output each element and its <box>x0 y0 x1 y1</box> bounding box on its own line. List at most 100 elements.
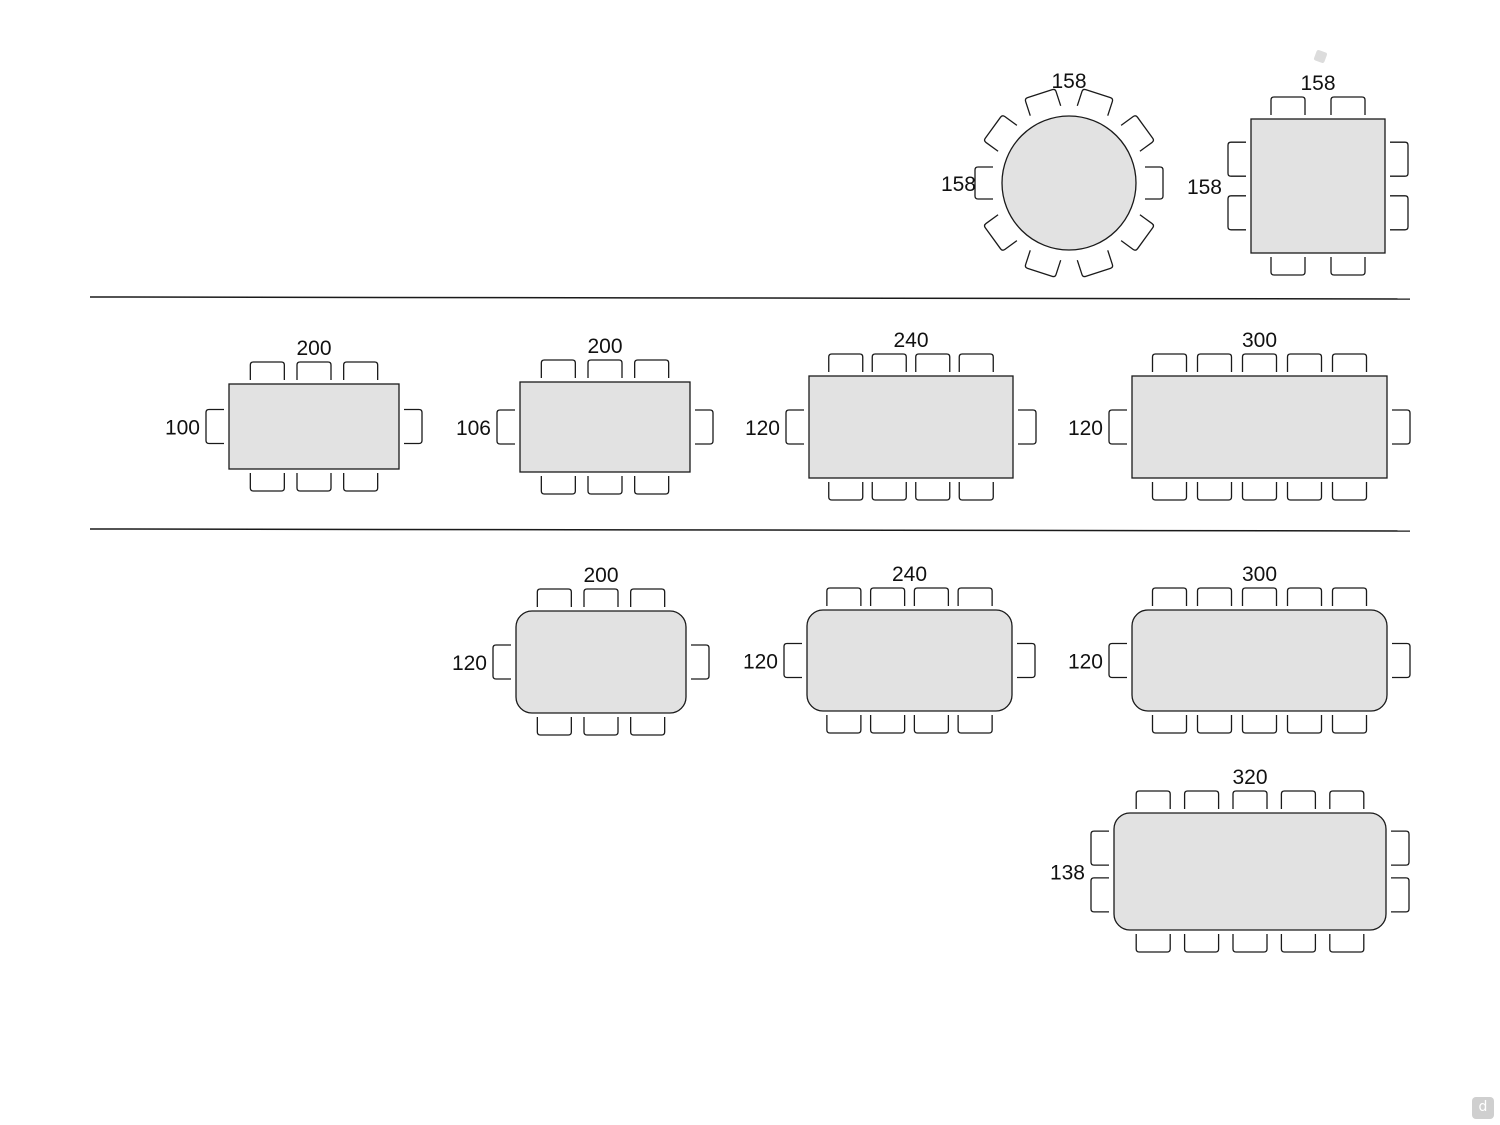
chair-icon <box>1018 409 1037 445</box>
chair-icon <box>1196 715 1233 734</box>
chair-icon <box>296 473 332 492</box>
chair-icon <box>695 409 714 445</box>
chair-icon <box>1135 934 1171 953</box>
chair-icon <box>536 717 572 736</box>
chair-icon <box>1331 482 1368 501</box>
chair-icon <box>1232 790 1268 809</box>
round-table <box>1001 115 1137 251</box>
chair-icon <box>1390 141 1409 177</box>
table-width-label: 120 <box>452 652 487 675</box>
chair-icon <box>343 361 379 380</box>
rectangular-table <box>519 381 691 473</box>
chair-icon <box>1329 790 1365 809</box>
chair-icon <box>1241 715 1278 734</box>
chair-icon <box>958 482 994 501</box>
chair-icon <box>869 587 906 606</box>
chair-icon <box>826 587 862 606</box>
chair-icon <box>1151 587 1188 606</box>
chair-icon <box>1145 166 1164 200</box>
chair-icon <box>1135 790 1171 809</box>
chair-icon <box>1196 587 1233 606</box>
rectangular-table <box>806 609 1013 712</box>
table-width-label: 120 <box>1068 651 1103 674</box>
chair-icon <box>913 587 950 606</box>
chair-icon <box>634 476 670 495</box>
chair-icon <box>826 715 862 734</box>
chair-icon <box>540 359 576 378</box>
rectangular-table <box>515 610 687 714</box>
chair-icon <box>871 353 907 372</box>
row-divider <box>89 296 1411 300</box>
rectangular-table <box>1113 812 1387 931</box>
chair-icon <box>1286 353 1323 372</box>
chair-icon <box>691 644 710 680</box>
chair-icon <box>1227 141 1246 177</box>
chair-icon <box>1392 642 1411 679</box>
chair-icon <box>583 588 619 607</box>
chair-icon <box>536 588 572 607</box>
chair-icon <box>828 353 864 372</box>
chair-icon <box>983 115 1018 152</box>
chair-icon <box>249 473 285 492</box>
table-length-label: 200 <box>583 564 618 587</box>
square-table <box>1250 118 1386 254</box>
chair-icon <box>785 409 804 445</box>
chair-icon <box>1076 88 1114 116</box>
chair-icon <box>1241 482 1278 501</box>
chair-icon <box>1024 250 1062 278</box>
rectangular-table <box>1131 609 1388 712</box>
chair-icon <box>1280 934 1317 953</box>
rectangular-table <box>808 375 1014 479</box>
table-width-label: 120 <box>743 651 778 674</box>
chair-icon <box>1391 830 1410 866</box>
table-length-label: 200 <box>296 337 331 360</box>
chair-icon <box>1227 195 1246 231</box>
chair-icon <box>404 408 423 445</box>
row-divider <box>89 528 1411 532</box>
chair-icon <box>1151 353 1188 372</box>
chair-icon <box>958 353 994 372</box>
chair-icon <box>1090 877 1109 913</box>
chair-icon <box>205 408 224 445</box>
chair-icon <box>1270 96 1306 115</box>
chair-icon <box>957 715 993 734</box>
d-logo-icon: d <box>1472 1097 1494 1119</box>
chair-icon <box>1329 934 1365 953</box>
chair-icon <box>587 476 623 495</box>
chair-icon <box>1241 353 1278 372</box>
chair-icon <box>783 642 802 679</box>
table-length-label: 240 <box>893 329 928 352</box>
chair-icon <box>1120 214 1155 251</box>
table-length-label: 158 <box>1300 72 1335 95</box>
chair-icon <box>630 588 666 607</box>
table-length-label: 240 <box>892 563 927 586</box>
table-width-label: 138 <box>1050 862 1085 885</box>
chair-icon <box>1286 587 1323 606</box>
chair-icon <box>1331 715 1368 734</box>
chair-icon <box>1280 790 1317 809</box>
chair-icon <box>869 715 906 734</box>
table-length-label: 320 <box>1232 766 1267 789</box>
chair-icon <box>1090 830 1109 866</box>
table-width-label: 120 <box>745 417 780 440</box>
chair-icon <box>540 476 576 495</box>
chair-icon <box>1391 877 1410 913</box>
chair-icon <box>1151 715 1188 734</box>
rectangular-table <box>228 383 400 470</box>
chair-icon <box>1183 934 1220 953</box>
table-width-label: 158 <box>941 173 976 196</box>
chair-icon <box>583 717 619 736</box>
chair-icon <box>1331 587 1368 606</box>
chair-icon <box>1392 409 1411 445</box>
chair-icon <box>1196 482 1233 501</box>
chair-icon <box>1270 257 1306 276</box>
chair-icon <box>249 361 285 380</box>
table-width-label: 158 <box>1187 176 1222 199</box>
chair-icon <box>634 359 670 378</box>
chair-icon <box>1286 482 1323 501</box>
chair-icon <box>1286 715 1323 734</box>
chair-icon <box>1331 353 1368 372</box>
chair-icon <box>915 482 951 501</box>
table-length-label: 158 <box>1051 70 1086 93</box>
